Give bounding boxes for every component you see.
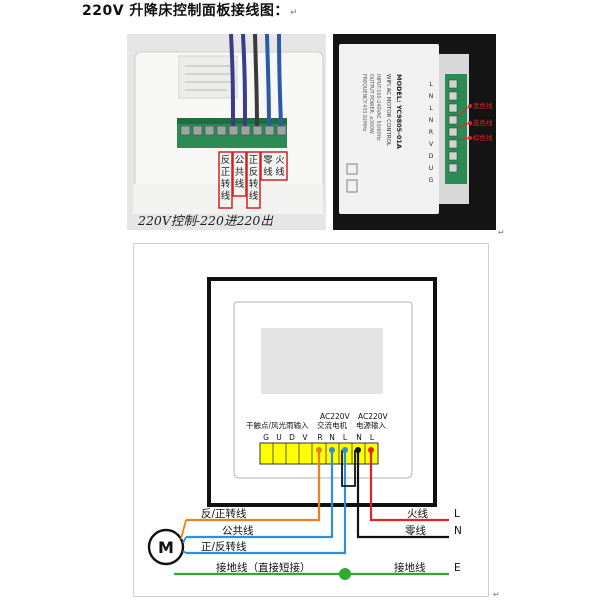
- terminal-letter-G: G: [263, 433, 269, 442]
- callout-left-char-2: 转: [221, 178, 231, 190]
- module-terminal-2: L: [429, 105, 433, 112]
- wire-label-brown: 棕色线: [473, 133, 493, 142]
- module-terminal-3: N: [429, 117, 434, 124]
- wiring-diagram: 干触点/风光雨输入 AC220V 交流电机 AC220V 电源输入 G U D …: [133, 243, 489, 597]
- document-title: 220V 升降床控制面板接线图：↵: [82, 0, 298, 20]
- label-fwd-rev-wire: 正/反转线: [201, 540, 247, 553]
- wiring-diagram-svg: 干触点/风光雨输入 AC220V 交流电机 AC220V 电源输入 G U D …: [147, 277, 462, 580]
- callout-mid-char-1: 共: [235, 167, 245, 178]
- wire-orange-rev-fwd: [186, 450, 321, 522]
- callout-left-char-1: 正: [221, 167, 231, 178]
- terminal-group-labels: 干触点/风光雨输入 AC220V 交流电机 AC220V 电源输入: [246, 412, 389, 430]
- photo-left-illustration: 反 正 转 线 公 共 线 正 反 转 线 零 线 火 线: [127, 34, 326, 230]
- wire-red-live: [369, 450, 449, 522]
- wire-blue-common: [186, 450, 334, 539]
- group-label-dry-contact: 干触点/风光雨输入: [246, 420, 309, 430]
- paragraph-mark: ↵: [289, 8, 298, 18]
- terminal-letter-N1: N: [329, 433, 335, 442]
- callout-texts: 反 正 转 线 公 共 线 正 反 转 线 零 线 火 线: [221, 155, 286, 202]
- terminal-letter-L1: L: [343, 433, 348, 442]
- module-terminal-6: D: [429, 153, 434, 160]
- terminal-letters: G U D V R N L N L: [263, 433, 375, 442]
- callout-right-a-char-0: 正: [249, 155, 259, 166]
- module-terminal-5: V: [429, 141, 434, 148]
- wire-blue-fwd-rev: [186, 450, 347, 555]
- end-letter-earth: E: [454, 562, 461, 574]
- module-label: MODEL: YC9805-01A WIFI AC MOTOR CONTROL …: [346, 74, 403, 193]
- photo-panel-wiring: 反 正 转 线 公 共 线 正 反 转 线 零 线 火 线: [127, 34, 326, 230]
- paragraph-mark-1: ↵: [498, 228, 505, 237]
- callout-mid-char-0: 公: [235, 155, 245, 166]
- wire-black-short: [341, 450, 356, 487]
- wire-label-black: 黑色线: [473, 101, 493, 110]
- group-label-power-voltage: AC220V: [358, 412, 389, 421]
- motor-symbol: M: [147, 528, 185, 566]
- wire-labels: 反/正转线 公共线 正/反转线 接地线（直接短接） 火线 零线 接地线 L N …: [201, 507, 462, 574]
- module-terminal-letters: L N L N R V D U G: [429, 81, 434, 184]
- module-spec-0: INPUT:100-240VAC 50/60Hz: [375, 74, 381, 141]
- module-terminal-8: G: [429, 177, 434, 184]
- callout-mid-char-2: 线: [235, 178, 245, 190]
- label-ground-short: 接地线（直接短接）: [216, 561, 311, 574]
- group-label-motor-voltage: AC220V: [320, 412, 351, 421]
- label-live-wire: 火线: [407, 507, 428, 520]
- panel-screen: [261, 328, 383, 394]
- label-rev-fwd-wire: 反/正转线: [201, 507, 247, 520]
- callout-left-char-3: 线: [221, 190, 231, 202]
- callout-right-a-char-3: 线: [249, 190, 259, 202]
- callout-right-a-char-1: 反: [249, 167, 259, 178]
- module-model-text: MODEL: YC9805-01A: [395, 74, 403, 149]
- module-terminal-4: R: [429, 129, 433, 136]
- terminal-wire-dots: [316, 447, 374, 453]
- module-spec-2: FREQUENCY:433.92MHz: [361, 74, 367, 132]
- wires: [174, 450, 449, 576]
- module-spec-1: OUTPUT POWER: ≤300W: [368, 74, 374, 134]
- callout-right-b-char-1: 线: [263, 166, 273, 178]
- end-letter-live: L: [454, 508, 460, 520]
- end-letter-neutral: N: [454, 525, 462, 537]
- terminal-letter-V: V: [302, 433, 308, 442]
- terminal-letter-N2: N: [356, 433, 362, 442]
- terminal-letter-L2: L: [370, 433, 375, 442]
- terminal-letter-D: D: [289, 433, 295, 442]
- ground-junction: [339, 568, 351, 580]
- photo-right-illustration: MODEL: YC9805-01A WIFI AC MOTOR CONTROL …: [333, 34, 496, 230]
- terminal-letter-U: U: [276, 433, 282, 442]
- wire-label-blue: 蓝色线: [473, 118, 493, 127]
- callout-left-char-0: 反: [221, 155, 231, 166]
- motor-label: M: [158, 538, 174, 557]
- module-desc-text: WIFI AC MOTOR CONTROL: [385, 74, 391, 147]
- label-neutral-wire: 零线: [405, 524, 426, 537]
- title-text: 220V 升降床控制面板接线图：: [82, 3, 289, 19]
- callout-right-a-char-2: 转: [249, 178, 259, 190]
- module-terminal-1: N: [429, 93, 434, 100]
- group-label-power-input: 电源输入: [356, 420, 386, 430]
- module-terminal-0: L: [429, 81, 433, 88]
- photo-caption: 220V控制-220进220出: [138, 213, 273, 228]
- callout-right-c-char-0: 火: [275, 155, 285, 166]
- wire-black-neutral: [356, 450, 449, 539]
- callout-right-c-char-1: 线: [275, 166, 285, 178]
- terminal-letter-R: R: [317, 433, 322, 442]
- label-common-wire: 公共线: [222, 524, 254, 537]
- module-wire-labels: 黑色线 蓝色线 棕色线: [473, 101, 493, 142]
- paragraph-mark-2: ↵: [493, 590, 500, 599]
- group-label-motor: 交流电机: [317, 420, 347, 430]
- module-terminal-7: U: [429, 165, 433, 172]
- photo-module-label: MODEL: YC9805-01A WIFI AC MOTOR CONTROL …: [333, 34, 496, 230]
- callout-right-b-char-0: 零: [263, 155, 273, 166]
- label-earth-wire: 接地线: [394, 561, 426, 574]
